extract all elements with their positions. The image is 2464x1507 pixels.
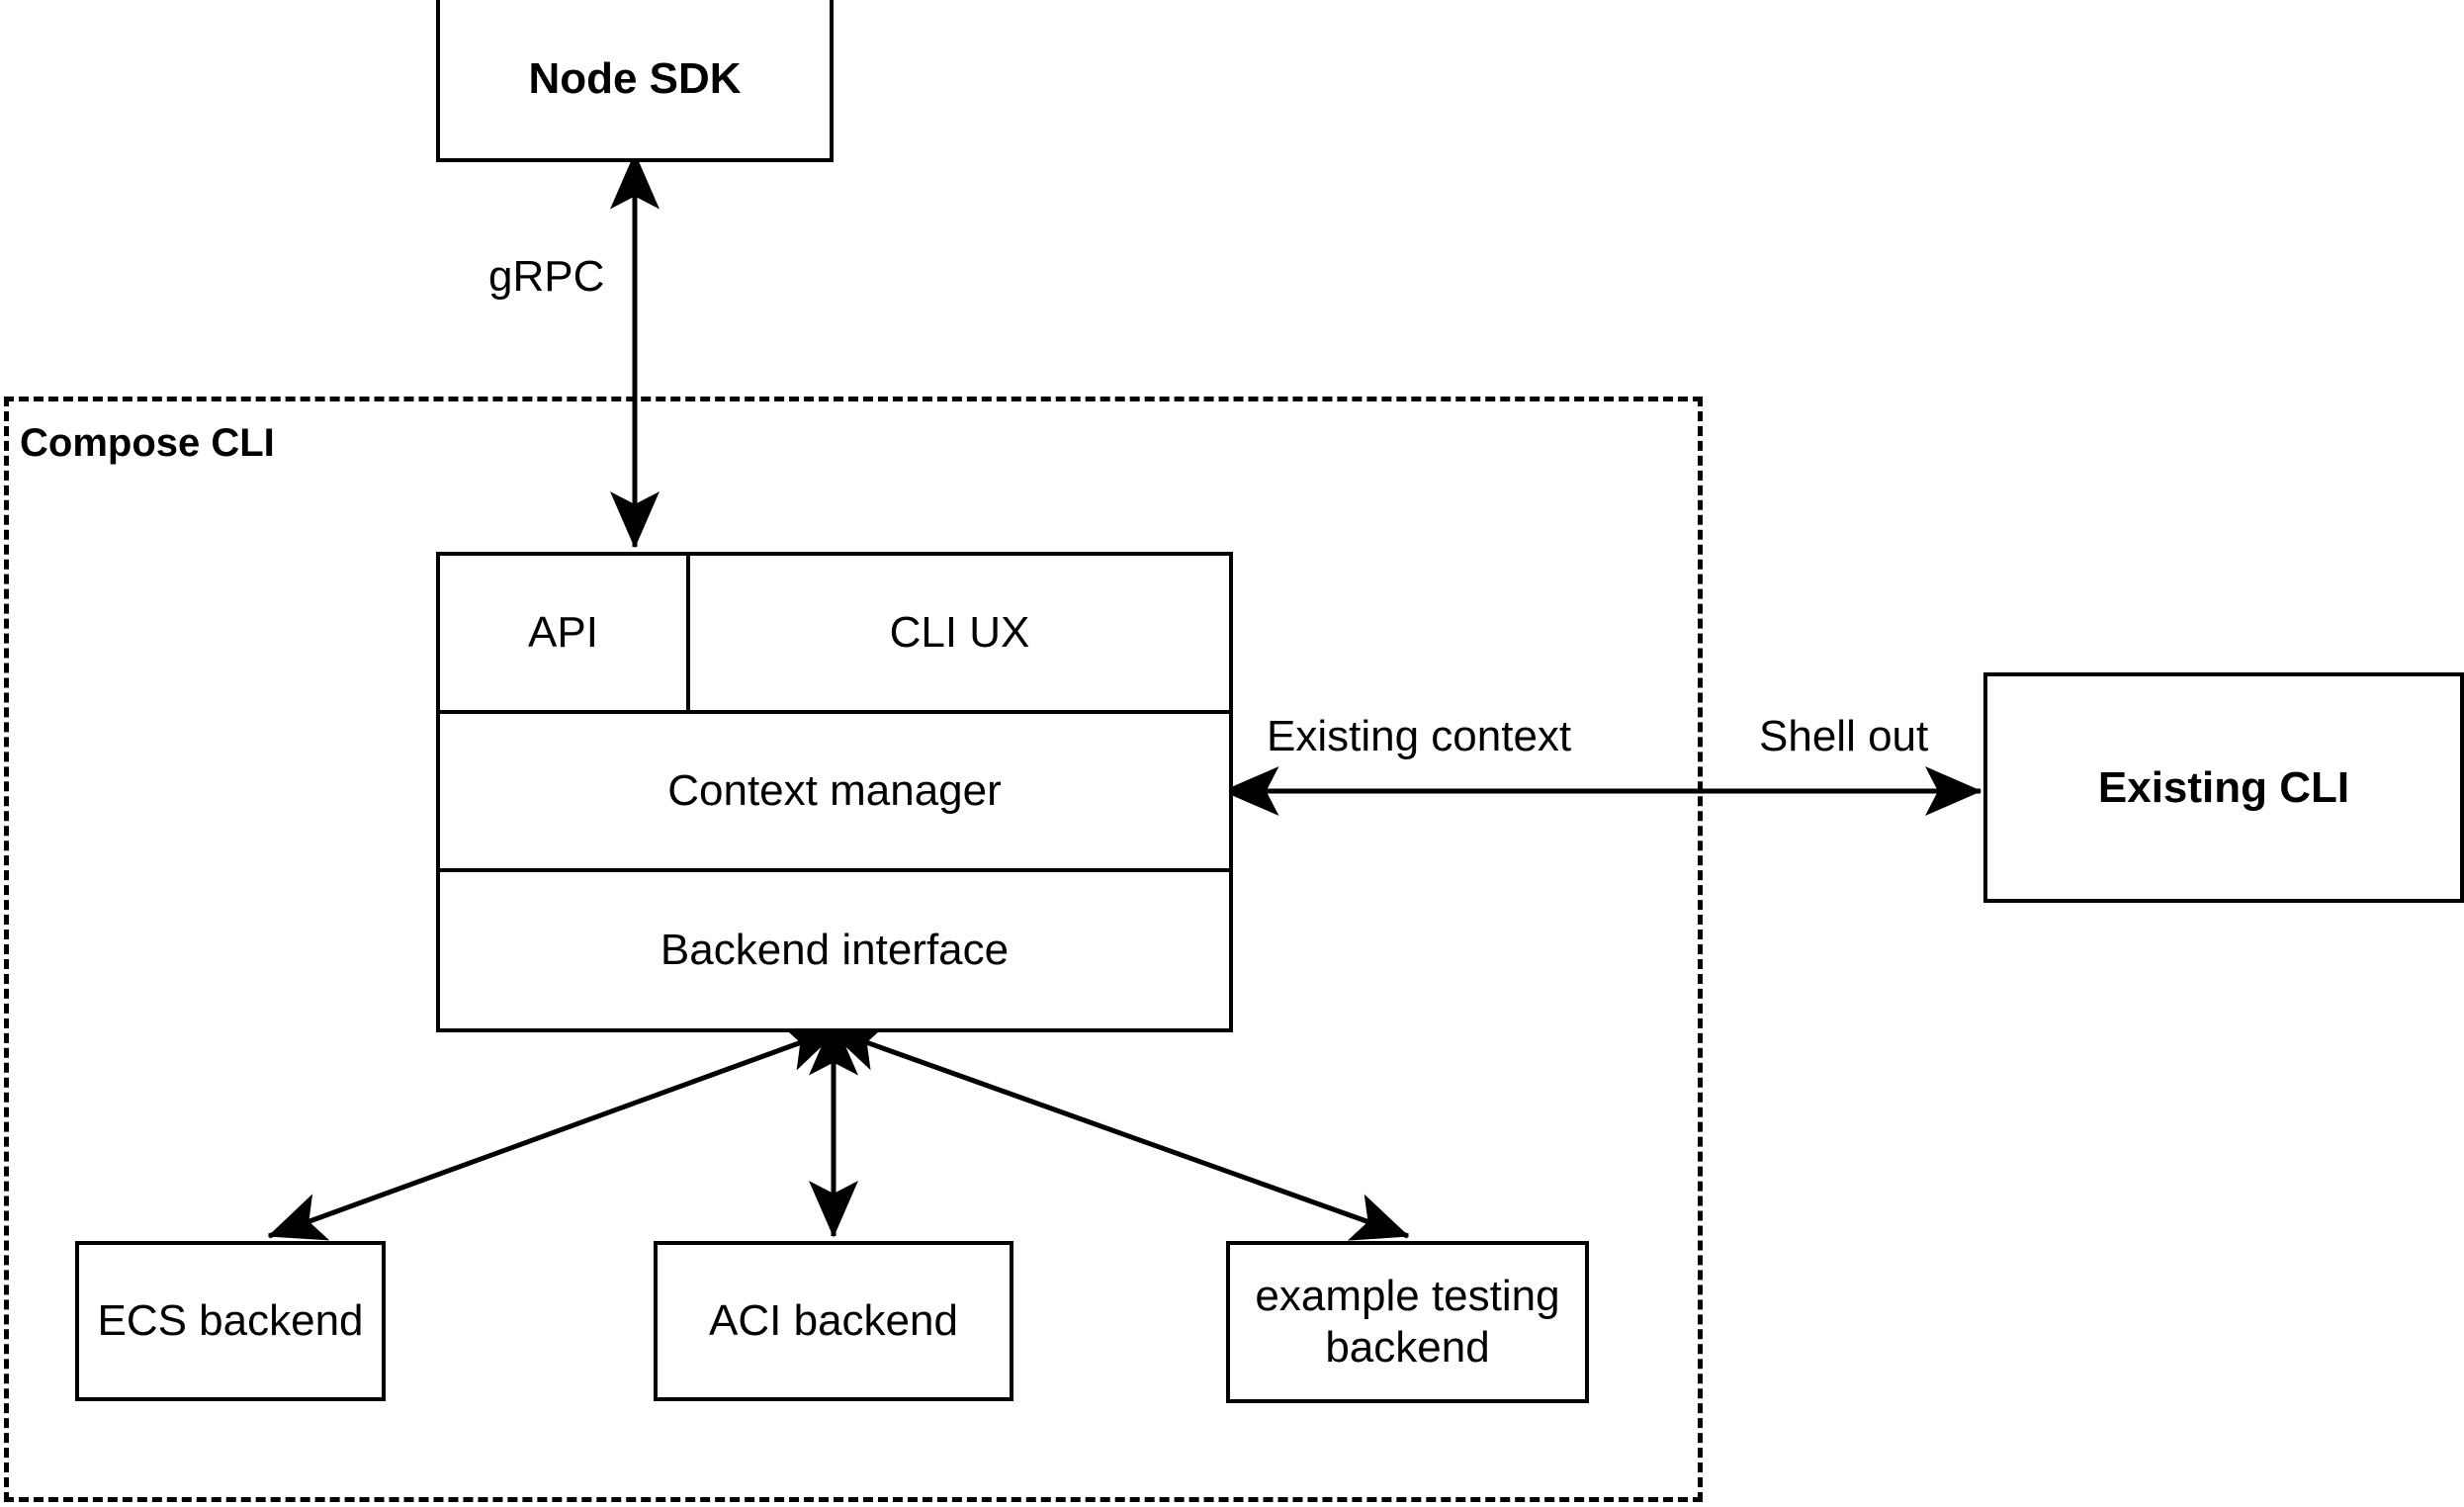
compose-cli-core-stack: API CLI UX Context manager Backend inter… — [436, 552, 1233, 1032]
node-backend-interface[interactable]: Backend interface — [440, 872, 1229, 1028]
node-api[interactable]: API — [440, 556, 686, 710]
node-node-sdk-label: Node SDK — [528, 54, 742, 104]
node-aci-backend-label: ACI backend — [709, 1296, 958, 1346]
node-cli-ux-label: CLI UX — [889, 608, 1030, 657]
node-example-testing-backend-label: example testing backend — [1230, 1271, 1585, 1374]
group-compose-cli — [4, 397, 1703, 1502]
stack-divider-row2-row3 — [440, 868, 1229, 872]
edge-label-shell-out: Shell out — [1759, 712, 1929, 760]
node-example-testing-backend-line1: example testing — [1255, 1272, 1560, 1321]
stack-divider-api-cliux — [686, 556, 690, 710]
node-example-testing-backend[interactable]: example testing backend — [1226, 1241, 1589, 1403]
node-context-manager-label: Context manager — [667, 766, 1002, 815]
node-existing-cli[interactable]: Existing CLI — [1983, 672, 2464, 903]
node-cli-ux[interactable]: CLI UX — [690, 556, 1229, 710]
node-backend-interface-label: Backend interface — [660, 926, 1010, 974]
edge-backend-example-line — [825, 1023, 1410, 1241]
node-node-sdk[interactable]: Node SDK — [436, 0, 834, 162]
node-example-testing-backend-line2: backend — [1325, 1323, 1490, 1372]
node-existing-cli-label: Existing CLI — [2097, 762, 2350, 812]
edge-label-grpc: gRPC — [488, 252, 605, 301]
edge-backend-ecs-line — [267, 1023, 842, 1241]
node-context-manager[interactable]: Context manager — [440, 714, 1229, 868]
stack-divider-row1-row2 — [440, 710, 1229, 714]
edge-label-existing-context: Existing context — [1267, 712, 1572, 760]
node-aci-backend[interactable]: ACI backend — [654, 1241, 1013, 1401]
node-ecs-backend-label: ECS backend — [97, 1296, 364, 1346]
node-ecs-backend[interactable]: ECS backend — [75, 1241, 386, 1401]
node-api-label: API — [528, 608, 598, 657]
group-compose-cli-label: Compose CLI — [20, 421, 275, 465]
